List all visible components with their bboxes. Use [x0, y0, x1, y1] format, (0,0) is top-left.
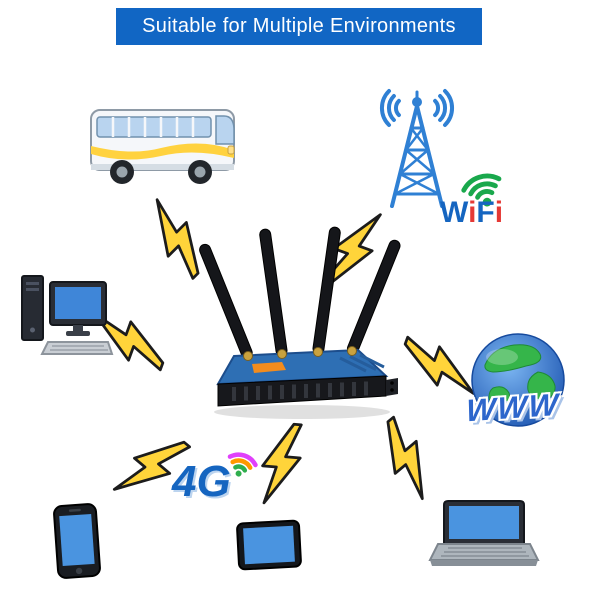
- wifi-label: WiFi: [440, 198, 503, 228]
- 4g-group: 4G: [172, 450, 268, 514]
- www-label: WWW: [465, 386, 561, 429]
- lightning-bolt-icon: [78, 306, 176, 379]
- lightning-bolt-icon: [107, 421, 199, 518]
- laptop-icon: [428, 498, 540, 576]
- smartphone-icon: [49, 501, 104, 580]
- lightning-bolt-icon: [257, 418, 310, 510]
- 4g-label: 4G: [172, 457, 231, 506]
- banner-title: Suitable for Multiple Environments: [142, 15, 456, 37]
- 4g-signal-icon: [223, 441, 272, 488]
- wifi-group: WiFi: [438, 164, 538, 238]
- banner: Suitable for Multiple Environments: [116, 8, 482, 45]
- cell-tower-icon: [362, 88, 472, 212]
- globe-icon: [460, 330, 580, 438]
- bus-icon: [88, 102, 238, 188]
- lightning-bolt-icon: [392, 327, 490, 400]
- wifi-signal-icon: [452, 150, 526, 217]
- wifi-letter: W: [440, 196, 469, 229]
- wifi-letter: i: [468, 196, 477, 229]
- lightning-bolt-icon: [363, 409, 455, 506]
- router-icon: [190, 226, 410, 426]
- wifi-letter: i: [494, 196, 504, 229]
- wifi-letter: F: [476, 196, 495, 229]
- lightning-bolt-icon: [127, 193, 222, 288]
- tablet-icon: [235, 518, 304, 571]
- desktop-computer-icon: [18, 270, 114, 360]
